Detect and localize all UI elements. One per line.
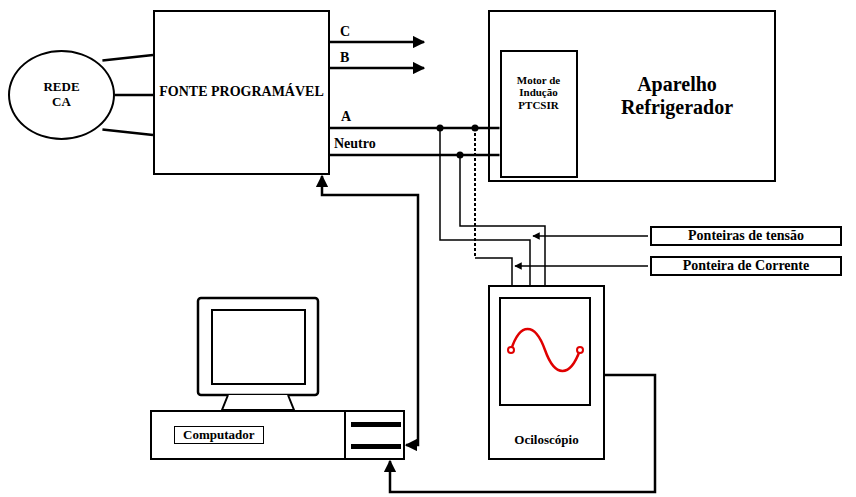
leader-arrow xyxy=(515,265,648,267)
wire xyxy=(330,154,500,157)
phase-b-wire xyxy=(330,67,424,70)
connector xyxy=(322,176,418,445)
phase-label: C xyxy=(340,25,350,39)
wire xyxy=(102,129,153,135)
monitor-screen xyxy=(212,310,305,384)
connector xyxy=(330,155,500,156)
waveform xyxy=(511,329,580,371)
ac-source: REDE CA xyxy=(8,50,115,140)
connector xyxy=(390,375,655,492)
probe-label: Ponteiras de tensão xyxy=(650,226,842,246)
waveform-end xyxy=(508,347,514,353)
phase-c-wire xyxy=(330,41,424,44)
oscilloscope: Ociloscópio xyxy=(488,285,605,460)
drive-slot xyxy=(351,422,401,427)
induction-motor: Motor de Indução PTCSIR xyxy=(500,50,578,178)
wire xyxy=(102,55,153,61)
scope-screen xyxy=(500,298,590,405)
node-text: Ponteira de Corrente xyxy=(683,258,809,274)
monitor xyxy=(198,298,318,395)
node-text: Computador xyxy=(174,426,264,445)
wire xyxy=(330,127,500,130)
wire xyxy=(115,94,153,97)
node-text: FONTE PROGRAMÁVEL xyxy=(159,84,324,100)
programmable-source: FONTE PROGRAMÁVEL xyxy=(153,10,330,175)
current-probe-clamp xyxy=(474,128,476,258)
node-text: Ponteiras de tensão xyxy=(688,228,804,244)
monitor-stand xyxy=(222,395,294,410)
refrigerator-box: Aparelho RefrigeradorMotor de Indução PT… xyxy=(488,10,776,182)
computer-base: Computador xyxy=(150,410,405,460)
waveform-end xyxy=(577,347,583,353)
current-probe-wire xyxy=(475,258,512,285)
probe-label: Ponteira de Corrente xyxy=(650,256,842,276)
phase-label: B xyxy=(340,51,349,65)
connector xyxy=(102,55,153,135)
leader-arrow xyxy=(533,235,648,237)
node-text: Aparelho Refrigerador xyxy=(580,73,774,119)
wire-label: A xyxy=(341,110,351,124)
voltage-probe-wire xyxy=(440,128,530,285)
wire xyxy=(390,375,655,492)
node-text: Ociloscópio xyxy=(514,433,578,448)
drive-bay xyxy=(344,410,346,460)
node-text: Motor de Indução PTCSIR xyxy=(502,74,576,112)
wire-label: Neutro xyxy=(334,137,376,151)
connector xyxy=(330,128,500,129)
wire xyxy=(322,176,418,445)
node-text: REDE CA xyxy=(36,80,88,110)
drive-slot xyxy=(351,444,401,449)
